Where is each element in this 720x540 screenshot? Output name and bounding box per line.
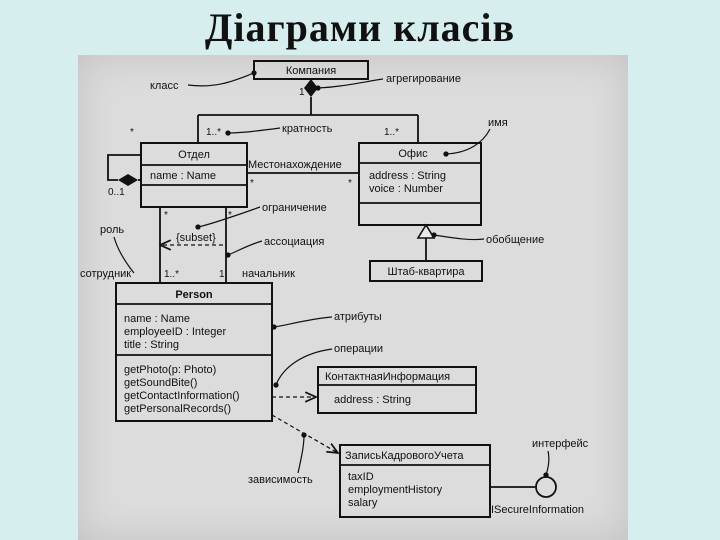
contact-name: КонтактнаяИнформация [325, 371, 450, 383]
self-aggregation-diamond [118, 174, 138, 186]
dept-multiplicity: 1..* [206, 127, 221, 138]
annotation-role: роль [100, 224, 124, 236]
person-operation-soundbite: getSoundBite() [124, 377, 197, 389]
annotation-class: класс [150, 80, 179, 92]
annotation-association: ассоциация [264, 236, 324, 248]
annotation-employee: сотрудник [80, 268, 131, 280]
person-attribute-employee-id: employeeID : Integer [124, 326, 226, 338]
office-class [358, 142, 482, 226]
slide-title: Діаграми класів [204, 5, 516, 50]
person-attribute-name: name : Name [124, 313, 190, 325]
annotation-name: имя [488, 117, 508, 129]
department-attribute: name : Name [150, 170, 216, 182]
company-name: Компания [286, 65, 336, 77]
location-association-label: Местонахождение [248, 159, 342, 171]
person-operation-photo: getPhoto(p: Photo) [124, 364, 216, 376]
contact-class [317, 366, 477, 414]
person-operation-contact: getContactInformation() [124, 390, 240, 402]
aggregation-diamond [304, 79, 318, 97]
record-class [339, 444, 491, 518]
self-multiplicity-range: 0..1 [108, 187, 125, 198]
office-name: Офис [398, 148, 428, 160]
annotation-interface: интерфейс [532, 438, 589, 450]
annotation-dependency: зависимость [248, 474, 313, 486]
person-operation-records: getPersonalRecords() [124, 403, 231, 415]
annotation-aggregation: агрегирование [386, 73, 461, 85]
dept-bottom-right-multiplicity: * [228, 210, 232, 221]
interface-name: ISecureInformation [491, 504, 584, 516]
interface-lollipop-icon [535, 476, 557, 498]
person-attribute-title: title : String [124, 339, 179, 351]
record-dependency-arrow [271, 414, 338, 453]
aggregation-lines [197, 97, 419, 143]
self-multiplicity-star: * [130, 127, 134, 138]
location-multiplicity-left: * [250, 178, 254, 189]
dept-bottom-left-multiplicity: * [164, 210, 168, 221]
record-attribute-salary: salary [348, 497, 378, 509]
annotation-generalization: обобщение [486, 234, 544, 246]
location-multiplicity-right: * [348, 178, 352, 189]
uml-class-diagram: Компания 1 1..* 1..* Отдел name : Name *… [80, 60, 589, 518]
person-one-multiplicity: 1 [219, 269, 225, 280]
person-class [115, 282, 273, 422]
office-multiplicity: 1..* [384, 127, 399, 138]
annotation-multiplicity: кратность [282, 123, 333, 135]
department-class [140, 142, 248, 208]
generalization-triangle [416, 223, 436, 239]
office-attribute-address: address : String [369, 170, 446, 182]
record-attribute-taxid: taxID [348, 471, 374, 483]
annotation-manager: начальник [242, 268, 295, 280]
office-attribute-voice: voice : Number [369, 183, 443, 195]
scanned-figure [78, 55, 628, 540]
annotation-operations: операции [334, 343, 383, 355]
department-name: Отдел [178, 149, 210, 161]
subset-constraint: {subset} [176, 232, 216, 244]
self-association-line [107, 154, 141, 181]
person-name: Person [175, 289, 213, 301]
contact-attribute: address : String [334, 394, 411, 406]
record-name: ЗаписьКадровогоУчета [345, 450, 464, 462]
company-multiplicity: 1 [299, 87, 305, 98]
person-many-multiplicity: 1..* [164, 269, 179, 280]
headquarters-name: Штаб-квартира [387, 266, 465, 278]
annotation-attributes: атрибуты [334, 311, 382, 323]
record-attribute-history: employmentHistory [348, 484, 443, 496]
annotation-constraint: ограничение [262, 202, 327, 214]
